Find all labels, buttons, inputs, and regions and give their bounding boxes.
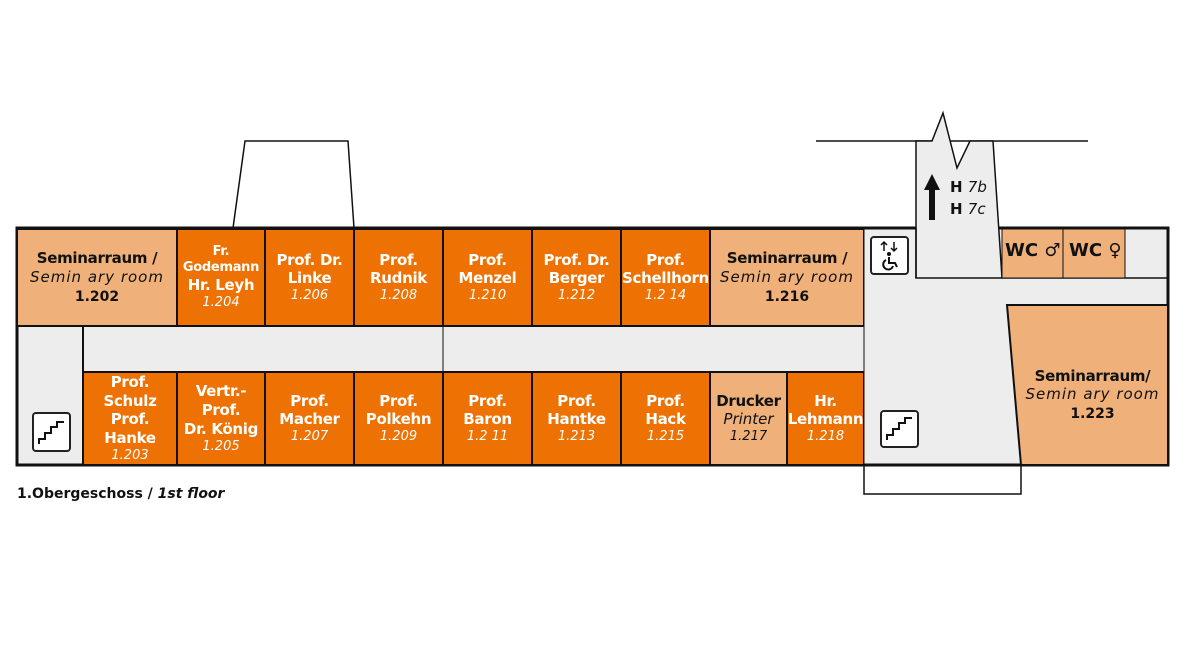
room-number: 1.203 bbox=[111, 447, 149, 463]
wc-men[interactable]: WC ♂ bbox=[1005, 240, 1061, 261]
room-name: Macher bbox=[279, 410, 340, 429]
room-number: 1.2 11 bbox=[466, 429, 509, 445]
room-name: Prof. bbox=[646, 250, 685, 269]
room-name: Prof. bbox=[290, 391, 329, 410]
room-name: Seminarraum / bbox=[36, 249, 158, 267]
stairs-icon bbox=[880, 410, 919, 448]
room-name: Hantke bbox=[547, 410, 606, 429]
room-name: Prof. Hanke bbox=[104, 410, 156, 448]
room-number: 1.216 bbox=[764, 288, 810, 305]
room-name: Prof. bbox=[379, 391, 418, 410]
room-name: Hr. bbox=[814, 391, 837, 410]
room-name: Prof. Dr. bbox=[276, 250, 343, 269]
room-name: Prof. bbox=[468, 391, 507, 410]
room-number: 1.215 bbox=[646, 429, 685, 445]
room-name: Berger bbox=[548, 269, 605, 288]
room-name: Fr. bbox=[212, 243, 230, 259]
stairs-icon bbox=[32, 412, 71, 452]
room-name: Hr. Leyh bbox=[187, 276, 255, 295]
room-number: 1.212 bbox=[557, 288, 596, 304]
exit-label-h7c: H 7c bbox=[950, 200, 986, 218]
room-name: Rudnik bbox=[370, 269, 427, 288]
room-number: 1.2 14 bbox=[644, 288, 687, 304]
wc-women-shape bbox=[1062, 228, 1126, 279]
room-number: 1.210 bbox=[468, 288, 507, 304]
room-name: Dr. König bbox=[183, 419, 259, 438]
room-1-223-shape bbox=[1005, 304, 1169, 466]
room-name-en: Semin ary room bbox=[720, 267, 854, 286]
exit-label-h7b: H 7b bbox=[950, 178, 987, 196]
room-1-216[interactable]: Seminarraum /Semin ary room 1.216 bbox=[710, 229, 864, 326]
room-name: Vertr.-Prof. bbox=[195, 382, 247, 419]
room-name-en: Semin ary room bbox=[30, 267, 164, 286]
floor-caption: 1.Obergeschoss / 1st floor bbox=[17, 486, 225, 502]
room-name: Prof. bbox=[646, 391, 685, 410]
room-number: 1.213 bbox=[557, 429, 596, 445]
room-number: 1.204 bbox=[202, 295, 240, 310]
room-name: Prof. bbox=[557, 391, 596, 410]
room-name: Prof. Dr. bbox=[543, 250, 610, 269]
room-1-223[interactable]: Seminarraum/ Semin ary room 1.223 bbox=[1025, 366, 1160, 423]
room-number: 1.206 bbox=[290, 288, 329, 304]
room-number: 1.218 bbox=[806, 429, 845, 445]
room-name: Prof. bbox=[468, 250, 507, 269]
room-1-202[interactable]: Seminarraum /Semin ary room 1.202 bbox=[17, 229, 177, 326]
room-number: 1.205 bbox=[202, 438, 240, 454]
room-number: 1.207 bbox=[290, 429, 329, 445]
room-number: 1.202 bbox=[74, 288, 120, 305]
wc-women[interactable]: WC ♀ bbox=[1069, 240, 1122, 261]
room-name: Baron bbox=[463, 410, 512, 429]
bottom-annex-outline bbox=[863, 465, 1022, 495]
room-name: Seminarraum / bbox=[726, 249, 848, 267]
room-number: 1.208 bbox=[379, 288, 418, 304]
room-number: 1.209 bbox=[379, 429, 418, 445]
room-name: Schellhorn bbox=[622, 269, 709, 288]
room-name: Prof. Schulz bbox=[103, 372, 157, 410]
room-name: Godemann bbox=[182, 260, 260, 275]
elevator-wheelchair-icon bbox=[870, 236, 909, 275]
room-name: Hack bbox=[645, 410, 686, 429]
room-name: Drucker bbox=[716, 391, 781, 410]
room-name: Lehmann bbox=[787, 410, 864, 429]
room-name: Prof. bbox=[379, 250, 418, 269]
top-annex-outline bbox=[232, 140, 355, 229]
exit-passage bbox=[915, 110, 1003, 279]
room-name: Linke bbox=[287, 269, 332, 288]
room-name: Polkehn bbox=[365, 410, 432, 429]
room-name-en: Printer bbox=[723, 410, 774, 429]
arrow-up-icon bbox=[924, 174, 940, 220]
room-name: Menzel bbox=[458, 269, 517, 288]
room-number: 1.217 bbox=[729, 429, 768, 445]
